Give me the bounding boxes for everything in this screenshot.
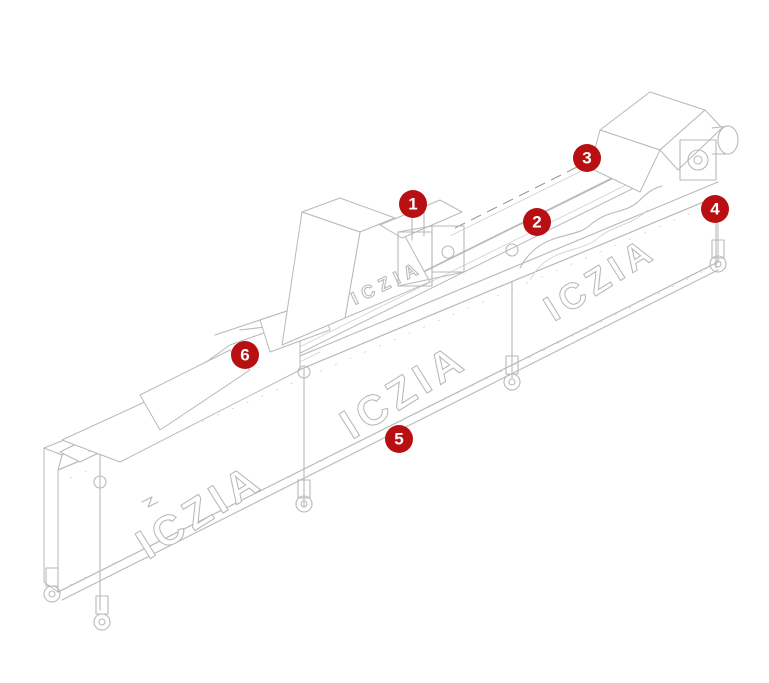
- marker-3-label: 3: [582, 149, 591, 168]
- caster-3: [295, 479, 313, 513]
- marker-2: 2: [523, 208, 551, 236]
- marker-5: 5: [385, 425, 413, 453]
- screw-flight: [519, 185, 663, 269]
- marker-5-label: 5: [394, 430, 403, 449]
- marker-4-label: 4: [710, 200, 720, 219]
- marker-6-label: 6: [240, 346, 249, 365]
- marker-6: 6: [231, 341, 259, 369]
- callout-markers: 1 2 3 4 5 6: [231, 144, 729, 453]
- gate-frame: [379, 199, 465, 287]
- logo-mark: [141, 496, 159, 508]
- marker-1: 1: [399, 190, 427, 218]
- casters: [43, 239, 727, 631]
- marker-3: 3: [573, 144, 601, 172]
- left-end-cap: [43, 447, 63, 593]
- caster-1: [43, 567, 61, 603]
- marker-2-label: 2: [532, 213, 541, 232]
- marker-1-label: 1: [408, 195, 417, 214]
- caster-4: [503, 355, 521, 391]
- motor: [679, 125, 739, 181]
- caster-2: [93, 595, 111, 631]
- discharge-head: [519, 91, 739, 281]
- caster-5: [709, 239, 727, 273]
- marker-4: 4: [701, 195, 729, 223]
